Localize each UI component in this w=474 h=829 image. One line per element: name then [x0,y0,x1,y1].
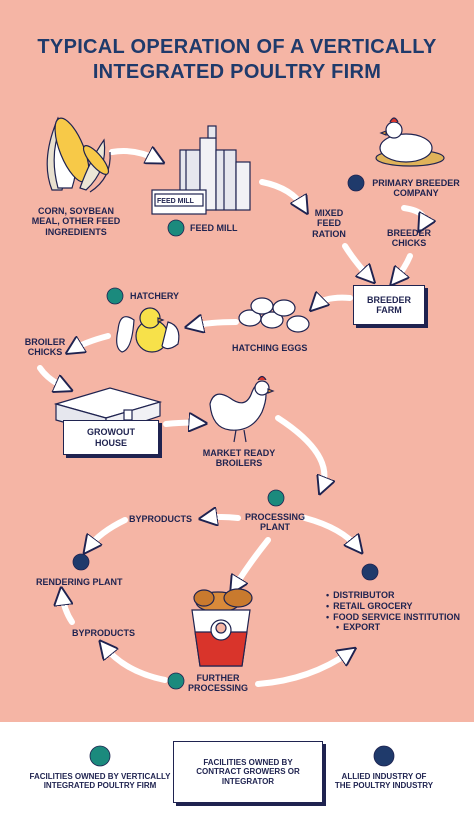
distribution-item: DISTRIBUTOR [326,590,472,601]
legend-dot-teal [89,745,111,767]
dot-processing-plant [267,489,285,507]
corn-icon [46,116,111,193]
dot-distributor [361,563,379,581]
arrow-chicks-to-breeder-farm [395,253,413,280]
arrow-further-to-distributor [255,652,350,687]
dot-feed-mill [167,219,185,237]
arrow-ingredients-to-mill [109,151,158,160]
label-feed-mill: FEED MILL [190,223,238,233]
dot-primary-breeder [347,174,365,192]
label-hatching-eggs: HATCHING EGGS [232,343,308,353]
hatching-chick-icon [116,307,180,353]
arrow-mill-to-ration [259,179,304,208]
arrow-breeder-company-to-chicks [401,205,424,226]
label-primary-breeder: PRIMARY BREEDER COMPANY [372,178,460,199]
arrow-eggs-to-hatchery [192,322,239,326]
legend-teal-label: FACILITIES OWNED BY VERTICALLY INTEGRATE… [29,772,171,791]
label-growout-house: GROWOUT HOUSE [87,427,135,448]
label-rendering-plant: RENDERING PLANT [36,577,123,587]
arrow-byproducts-to-rendering [88,517,128,548]
arrow-further-to-byproducts [104,646,168,683]
box-growout-house: GROWOUT HOUSE [63,420,159,455]
label-hatchery: HATCHERY [130,291,179,301]
dot-further-processing [167,672,185,690]
distribution-item: FOOD SERVICE INSTITUTION [326,612,472,623]
arrow-ration-to-breeder-farm [342,243,370,278]
label-breeder-chicks: BREEDER CHICKS [386,228,431,249]
eggs-icon [238,297,310,333]
label-processing-plant: PROCESSING PLANT [244,512,305,533]
label-feed-ingredients: CORN, SOYBEAN MEAL, OTHER FEED INGREDIEN… [31,206,121,237]
corn-husk-2-icon [82,145,110,175]
label-breeder-farm: BREEDER FARM [366,294,411,315]
arrow-processing-to-distributor [302,515,358,548]
arrow-hatchery-to-broiler-chicks [72,333,111,350]
arrow-growout-to-market [163,423,200,424]
legend-box-label: FACILITIES OWNED BY CONTRACT GROWERS OR … [196,758,300,786]
feed-mill-sign: FEED MILL [157,198,194,205]
arrow-breeder-farm-to-eggs [315,298,353,306]
label-broiler-chicks: BROILER CHICKS [24,337,66,358]
status-dots [72,174,395,767]
legend-navy-label: ALLIED INDUSTRY OF THE POULTRY INDUSTRY [334,772,434,791]
arrow-broiler-chicks-to-growout [37,365,66,388]
box-breeder-farm: BREEDER FARM [353,285,425,325]
distribution-list: DISTRIBUTOR RETAIL GROCERY FOOD SERVICE … [326,590,472,633]
distribution-item: EXPORT [326,622,472,633]
chicken-bucket-icon [191,588,253,667]
dot-rendering-plant [72,553,90,571]
distribution-item: RETAIL GROCERY [326,601,472,612]
arrow-market-to-processing [275,415,324,488]
breeder-hen-icon [375,117,445,167]
arrow-processing-to-further [234,537,271,588]
label-byproducts-bottom: BYPRODUCTS [72,628,136,638]
flow-arrows [37,151,424,687]
title-line-2: INTEGRATED POULTRY FIRM [92,61,382,83]
legend-dot-navy [373,745,395,767]
label-further-processing: FURTHER PROCESSING [187,673,248,694]
title-line-1: TYPICAL OPERATION OF A VERTICALLY [37,36,437,58]
arrow-byproducts-to-rendering-bottom [62,594,75,625]
label-mixed-feed-ration: MIXED FEED RATION [312,208,346,239]
legend-box: FACILITIES OWNED BY CONTRACT GROWERS OR … [173,741,323,803]
dot-hatchery [106,287,124,305]
label-byproducts-top: BYPRODUCTS [129,514,193,524]
feed-mill-icon [151,125,251,215]
broiler-hen-icon [209,375,275,443]
arrow-processing-to-byproducts [206,517,241,518]
label-market-ready-broilers: MARKET READY BROILERS [202,448,276,469]
